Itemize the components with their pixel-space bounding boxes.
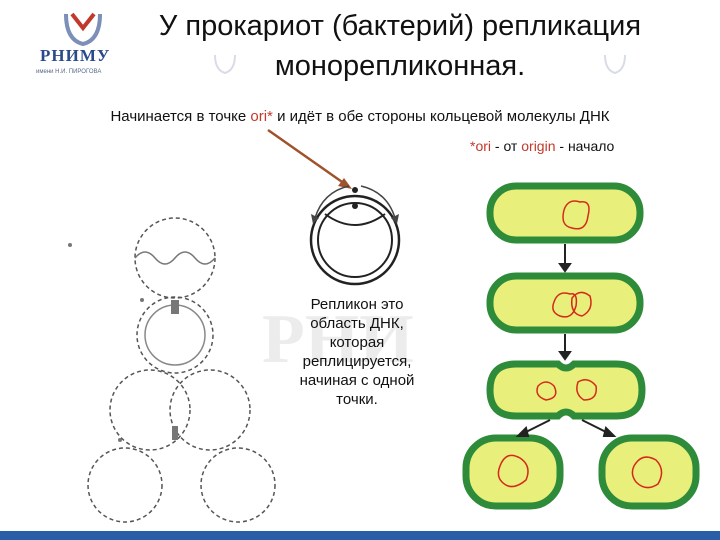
daughter-cell-left (466, 438, 560, 506)
replication-circle-diagram (295, 178, 415, 298)
dna-replication-sketch (60, 200, 290, 530)
bacterium-cell-2 (490, 276, 640, 330)
footer-bar (0, 531, 720, 540)
bacteria-division-diagram (460, 180, 700, 520)
bacterium-cell-dividing (490, 364, 642, 416)
replicon-definition: Репликон это область ДНК, которая реплиц… (282, 295, 432, 409)
daughter-cell-right (602, 438, 696, 506)
bacterium-cell-1 (490, 186, 640, 240)
